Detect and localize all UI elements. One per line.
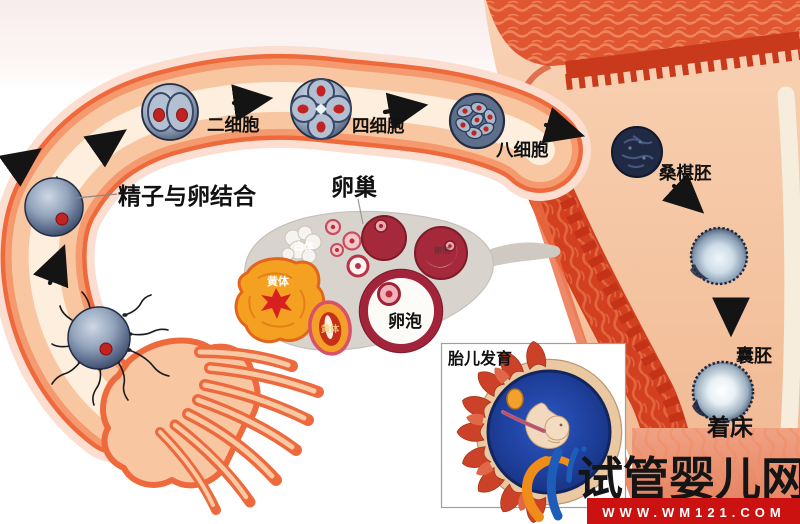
watermark: 试管婴儿网 WWW.WM121.COM — [521, 446, 800, 524]
label-ovary: 卵巢 — [331, 174, 377, 200]
implanting-blastocyst — [691, 360, 755, 424]
egg-with-sperm — [51, 291, 170, 406]
arrow-four-to-eight — [382, 92, 429, 130]
corpus-luteum — [234, 257, 326, 344]
corpus-luteum-core — [261, 288, 292, 319]
fertilization-pointer-line — [75, 193, 118, 199]
label-blastocyst: 囊胚 — [735, 345, 772, 366]
ovary-pointer-line — [357, 198, 364, 225]
corpus-luteum-early — [308, 300, 352, 356]
arrow-tube-bend — [0, 148, 42, 187]
ovary-labels: 卵巢 白体 黄体 黄体 卵泡 卵泡 — [267, 174, 450, 334]
label-follicle: 卵泡 — [388, 311, 422, 331]
fetal-development-inset: 胎儿发育 — [440, 340, 627, 524]
uterus-right-outer-edge — [777, 86, 800, 441]
inset-title: 胎儿发育 — [448, 349, 512, 368]
four-cell-embryo — [290, 78, 352, 140]
label-corpus-luteum: 黄体 — [267, 274, 290, 288]
fetus — [525, 402, 570, 449]
follicle-growing-b — [414, 226, 468, 280]
arrow-egg-to-fertilized — [33, 244, 69, 289]
endometrium-side-folds — [553, 181, 705, 524]
arrow-morula-to-blastocyst — [662, 172, 705, 214]
follicle-mature — [358, 268, 444, 354]
fertilized-egg — [24, 176, 118, 237]
flow-arrows — [0, 84, 750, 338]
endometrium-top — [565, 31, 800, 90]
label-eight-cell: 八细胞 — [496, 140, 549, 160]
label-corpus-albicans: 白体 — [294, 240, 315, 253]
label-corpus-luteum-early: 黄体 — [321, 323, 340, 334]
watermark-site-name: 试管婴儿网 — [577, 452, 800, 506]
primordial-follicles — [324, 218, 370, 278]
eight-cell-embryo — [448, 92, 506, 150]
ovary-ligament — [488, 242, 561, 268]
yolk-sac — [506, 388, 524, 410]
watermark-banner — [587, 498, 800, 524]
label-fertilization: 精子与卵结合 — [118, 183, 257, 209]
label-two-cell: 二细胞 — [207, 115, 260, 135]
sperm-tails — [51, 291, 170, 406]
arrow-eight-to-morula — [541, 107, 586, 144]
label-implantation: 着床 — [707, 414, 753, 440]
label-follicle-small: 卵泡 — [434, 245, 450, 255]
morula — [611, 126, 663, 178]
label-four-cell: 四细胞 — [352, 116, 405, 136]
watermark-url: WWW.WM121.COM — [602, 505, 785, 520]
blastocyst — [689, 226, 749, 286]
arrow-to-two-cell — [83, 129, 127, 168]
follicle-growing-a — [361, 215, 407, 261]
tube-fimbriae — [100, 337, 324, 515]
two-cell-embryo — [141, 83, 199, 141]
watermark-logo — [521, 446, 587, 522]
label-morula: 桑椹胚 — [659, 163, 712, 183]
arrow-two-to-four — [231, 84, 274, 122]
ovary — [234, 210, 561, 356]
